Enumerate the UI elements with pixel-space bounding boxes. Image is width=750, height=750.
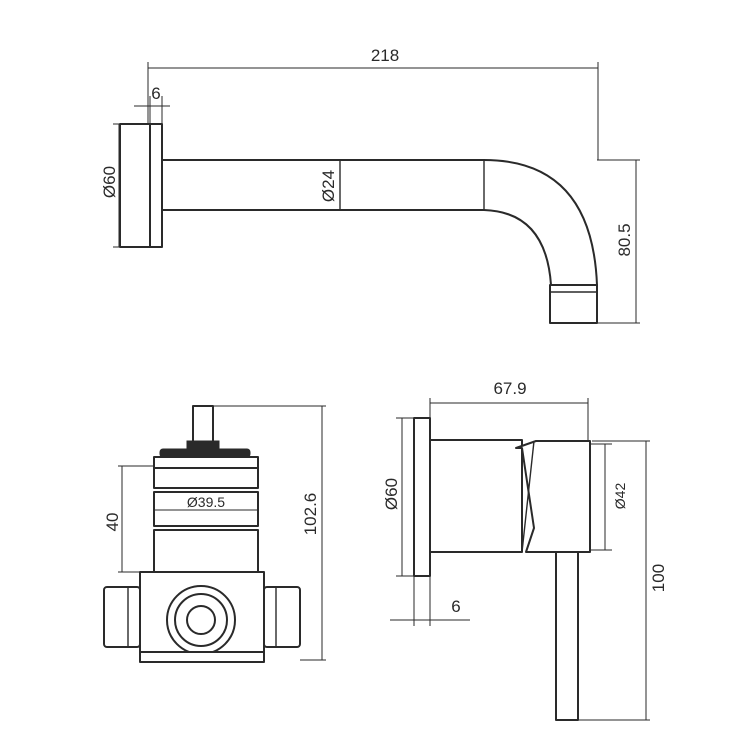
dim-spout-plate-diameter: Ø60 — [100, 166, 119, 198]
valve-upper-ring — [153, 467, 259, 489]
dim-mixer-plate-thickness: 6 — [451, 597, 460, 616]
dim-spout-plate-thickness: 6 — [151, 84, 160, 103]
spout-outlet — [549, 284, 598, 324]
mixer-body — [429, 439, 523, 553]
valve-right-inlet — [263, 586, 301, 648]
valve-outlet-inner — [186, 605, 216, 635]
valve-body-view — [103, 405, 301, 663]
dim-valve-height: 40 — [103, 513, 122, 532]
dim-spout-drop: 80.5 — [615, 223, 634, 256]
valve-spindle-collar — [186, 440, 220, 450]
dim-spout-length: 218 — [371, 46, 399, 65]
spout-wall-plate — [119, 123, 151, 248]
dim-mixer-plate-diameter: Ø60 — [382, 478, 401, 510]
valve-spindle — [192, 405, 214, 445]
mixer-lever-handle — [555, 551, 579, 721]
spout-pipe — [161, 159, 598, 286]
valve-lower-cylinder — [153, 529, 259, 573]
spout-dimensions: 218 6 Ø60 Ø24 80.5 — [100, 46, 640, 324]
spout-view — [119, 123, 598, 324]
dim-spout-pipe-diameter: Ø24 — [319, 170, 338, 202]
dim-mixer-body-diameter: Ø42 — [612, 483, 628, 510]
mixer-wall-plate — [413, 417, 431, 577]
valve-main-cylinder — [153, 491, 259, 527]
spout-plate-face — [149, 123, 163, 248]
dim-valve-diameter: Ø39.5 — [187, 494, 225, 510]
dim-mixer-lever-length: 100 — [649, 564, 668, 592]
dim-valve-total-height: 102.6 — [301, 493, 320, 536]
mixer-lever-head — [515, 440, 591, 553]
mixer-side-view — [413, 417, 591, 721]
mixer-lever-edge — [521, 440, 535, 553]
valve-left-inlet — [103, 586, 141, 648]
valve-base-foot — [139, 651, 265, 663]
valve-cap — [153, 456, 259, 469]
dim-mixer-depth: 67.9 — [493, 379, 526, 398]
valve-knurled-ring — [159, 448, 251, 458]
valve-dimensions: 40 Ø39.5 102.6 — [103, 405, 326, 661]
mixer-dimensions: 67.9 Ø60 Ø42 100 6 — [382, 379, 668, 721]
